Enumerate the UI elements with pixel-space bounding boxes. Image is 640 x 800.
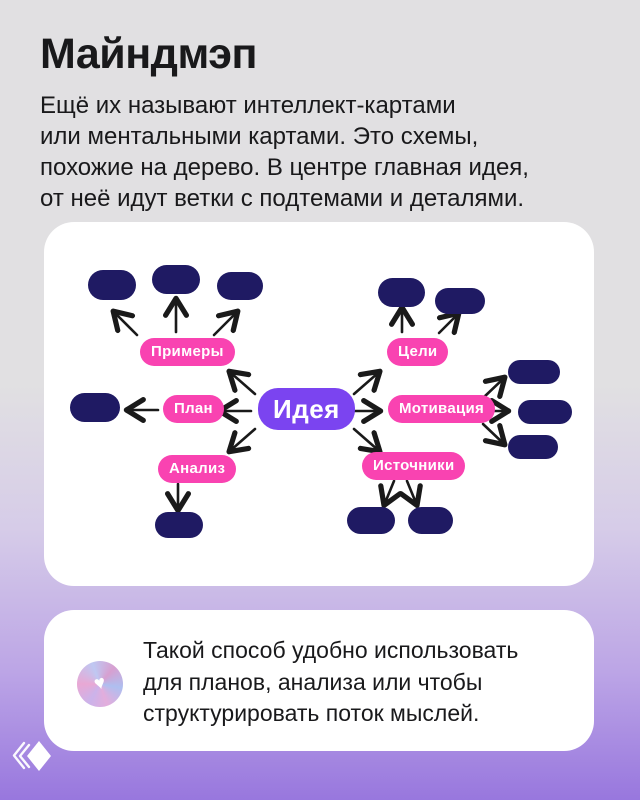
leaf-node-pill [70, 393, 120, 422]
description-line: похожие на дерево. В центре главная идея… [40, 154, 529, 181]
mindmap-arrows [110, 295, 512, 514]
page-title: Майндмэп [40, 30, 257, 78]
note-line: Такой способ удобно использовать [143, 637, 519, 663]
arrow-motivatsiya-to-leaf1 [481, 374, 508, 400]
branch-node-plan: План [163, 395, 224, 423]
donut-heart-sticker-icon: ♥ [77, 661, 123, 707]
leaf-node-pill [435, 288, 485, 314]
arrow-idea-to-istochniki [352, 427, 383, 455]
arrow-tseli-to-leaf2 [436, 310, 462, 336]
branch-node-tseli: Цели [387, 338, 449, 366]
logo-chevron-icon [18, 743, 31, 769]
mindmap-card: Примеры План Анализ Цели Мотивация Источ… [44, 222, 594, 586]
leaf-node-pill [508, 360, 560, 384]
leaf-node-pill [217, 272, 263, 300]
arrow-primery-to-leaf1 [110, 308, 139, 337]
branch-node-primery: Примеры [140, 338, 235, 366]
brand-logo [12, 741, 51, 771]
leaf-node-pill [155, 512, 203, 538]
description-line: от неё идут ветки с подтемами и деталями… [40, 185, 525, 212]
arrow-idea-to-primery [226, 368, 257, 396]
branch-node-motivatsiya: Мотивация [388, 395, 496, 423]
arrow-idea-to-tseli [352, 368, 383, 396]
heart-icon: ♥ [91, 671, 108, 696]
leaf-node-pill [88, 270, 136, 300]
note-card: ♥ Такой способ удобно использовать для п… [44, 610, 594, 751]
leaf-node-pill [518, 400, 572, 424]
leaf-node-pill [408, 507, 453, 534]
page-description: Ещё их называют интеллект-картами или ме… [40, 90, 529, 214]
description-line: или ментальными картами. Это схемы, [40, 123, 479, 150]
note-line: для планов, анализа или чтобы [143, 668, 483, 695]
center-node-idea: Идея [258, 388, 355, 430]
leaf-node-pill [378, 278, 425, 307]
logo-diamond-icon [27, 741, 51, 771]
arrow-primery-to-leaf3 [212, 308, 241, 337]
leaf-node-pill [508, 435, 558, 459]
branch-node-istochniki: Источники [362, 452, 466, 480]
description-line: Ещё их называют интеллект-картами [40, 92, 456, 119]
leaf-node-pill [152, 265, 200, 294]
note-line: структурировать поток мыслей. [143, 700, 480, 726]
note-text: Такой способ удобно использовать для пла… [143, 635, 518, 730]
leaf-node-pill [347, 507, 395, 534]
branch-node-analiz: Анализ [158, 455, 237, 483]
arrow-idea-to-analiz [226, 427, 257, 455]
arrow-istochniki-to-leaf1 [378, 479, 403, 509]
arrow-istochniki-to-leaf2 [398, 479, 423, 509]
logo-chevron-icon [12, 741, 26, 770]
arrow-motivatsiya-to-leaf3 [481, 422, 508, 448]
